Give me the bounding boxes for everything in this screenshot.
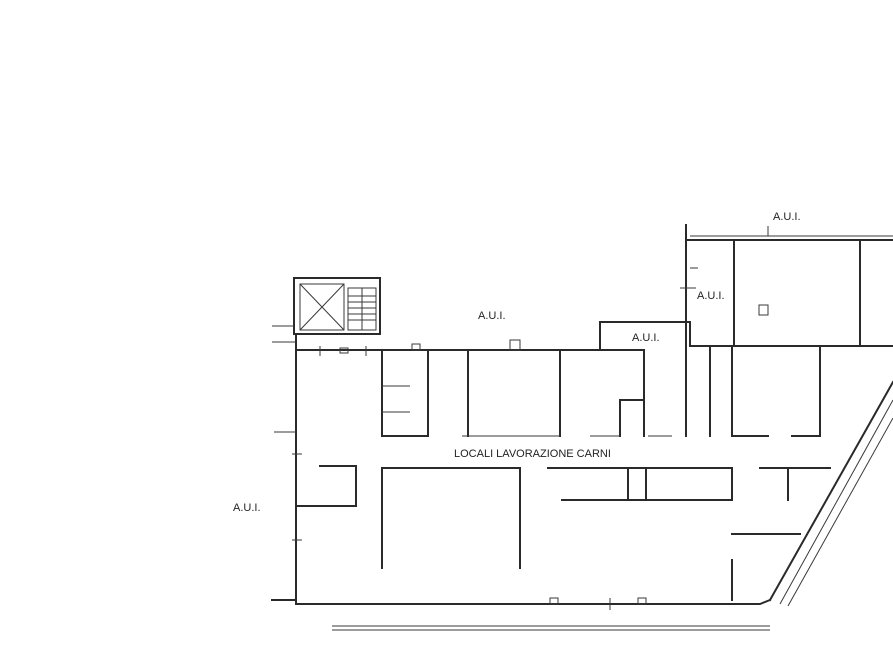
label-aui-left: A.U.I. — [233, 502, 261, 514]
label-aui-top-right: A.U.I. — [773, 211, 801, 223]
upper-rooms — [381, 345, 821, 437]
label-aui-center-top: A.U.I. — [478, 310, 506, 322]
stair-elevator-core — [272, 277, 381, 343]
diagonal-corridor — [768, 380, 893, 607]
label-aui-center: A.U.I. — [632, 332, 660, 344]
label-main-area: LOCALI LAVORAZIONE CARNI — [454, 448, 611, 460]
lower-rooms — [297, 465, 831, 601]
door-window-marks — [292, 267, 698, 610]
upper-right-block — [685, 224, 893, 347]
outer-walls — [271, 321, 772, 631]
label-aui-right-upper: A.U.I. — [697, 290, 725, 302]
